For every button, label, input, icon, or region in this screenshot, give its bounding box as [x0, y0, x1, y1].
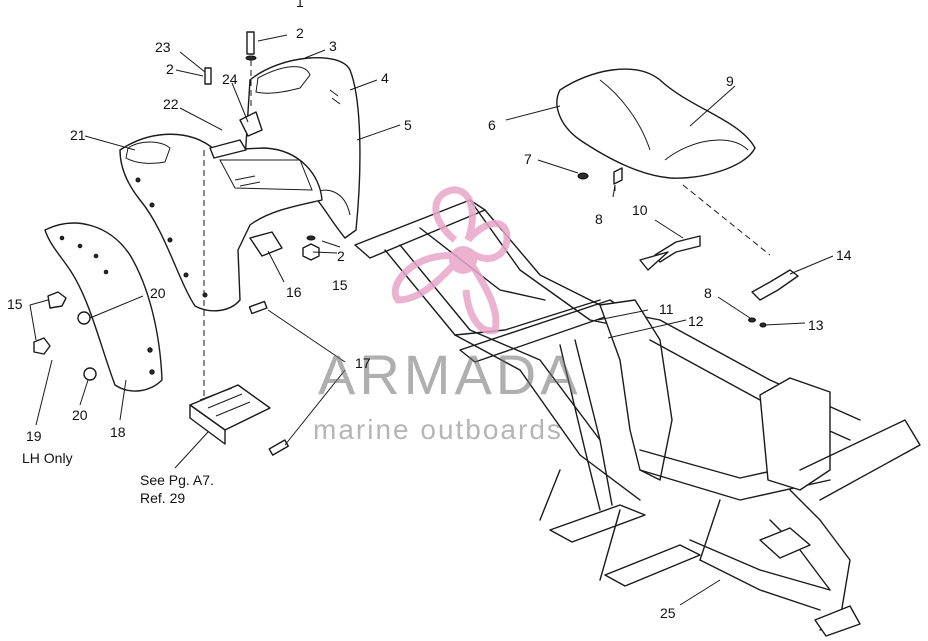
callout-16: 16 — [286, 284, 302, 300]
mud-flap — [44, 222, 163, 392]
callout-5: 5 — [404, 117, 412, 133]
note-reference: Ref. 29 — [140, 490, 186, 506]
seat — [556, 68, 756, 179]
watermark-tagline: marine outboards — [313, 414, 563, 445]
callout-8: 8 — [704, 285, 712, 301]
note-lh-only: LH Only — [22, 450, 73, 466]
fasteners — [33, 31, 767, 456]
callout-24: 24 — [222, 71, 238, 87]
callout-7: 7 — [524, 151, 532, 167]
callout-21: 21 — [70, 127, 86, 143]
splash-guard — [249, 231, 283, 257]
callout-18: 18 — [110, 424, 126, 440]
callout-19: 19 — [26, 428, 42, 444]
callout-9: 9 — [726, 73, 734, 89]
callout-6: 6 — [488, 117, 496, 133]
callout-15: 15 — [7, 296, 23, 312]
callout-2: 2 — [166, 61, 174, 77]
callout-1: 1 — [296, 0, 304, 10]
leader-lines — [29, 34, 834, 606]
callout-12: 12 — [688, 313, 704, 329]
rod — [639, 235, 701, 271]
callout-20: 20 — [72, 407, 88, 423]
callout-25: 25 — [660, 605, 676, 621]
note-see-page: See Pg. A7. — [140, 472, 214, 488]
seat-bracket — [751, 269, 799, 301]
callout-15: 15 — [332, 277, 348, 293]
callout-23: 23 — [155, 39, 171, 55]
watermark-logo — [391, 186, 511, 335]
footrest-plate — [189, 384, 271, 445]
callout-17: 17 — [355, 355, 371, 371]
callout-10: 10 — [632, 202, 648, 218]
callout-3: 3 — [329, 38, 337, 54]
main-frame — [354, 199, 921, 637]
callout-14: 14 — [836, 247, 852, 263]
callout-22: 22 — [163, 96, 179, 112]
callout-2: 2 — [337, 248, 345, 264]
callout-2: 2 — [296, 25, 304, 41]
callout-8: 8 — [595, 211, 603, 227]
watermark-brand: ARMADA — [318, 343, 582, 406]
callout-20: 20 — [150, 285, 166, 301]
callout-13: 13 — [808, 317, 824, 333]
callout-4: 4 — [381, 70, 389, 86]
callout-11: 11 — [659, 301, 674, 317]
